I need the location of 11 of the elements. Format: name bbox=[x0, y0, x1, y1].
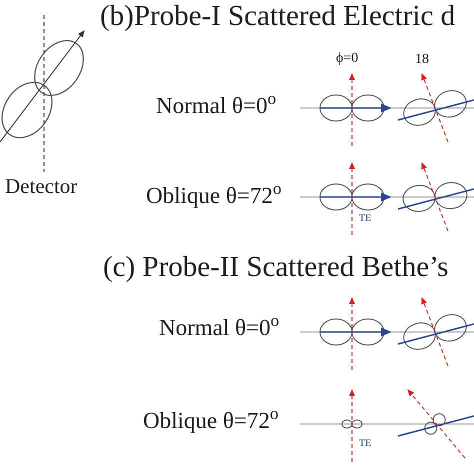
row-label: Oblique θ=72$^{o}$ bbox=[143, 409, 278, 432]
angle-label: 18 bbox=[415, 53, 429, 67]
mode-label: TE bbox=[359, 439, 372, 449]
panel-title: (c) Probe-II Scattered Bethe’s bbox=[103, 253, 448, 282]
panel-title: (b)Probe-I Scattered Electric d bbox=[100, 2, 456, 31]
detector-label: Detector bbox=[5, 176, 78, 197]
row-label: Normal θ=0$^{o}$ bbox=[159, 316, 280, 339]
mode-label: TE bbox=[359, 214, 372, 224]
row-label: Oblique θ=72$^{o}$ bbox=[146, 184, 282, 207]
row-label: Normal θ=0$^{o}$ bbox=[156, 94, 276, 117]
angle-label: ϕ=0 bbox=[336, 52, 358, 66]
